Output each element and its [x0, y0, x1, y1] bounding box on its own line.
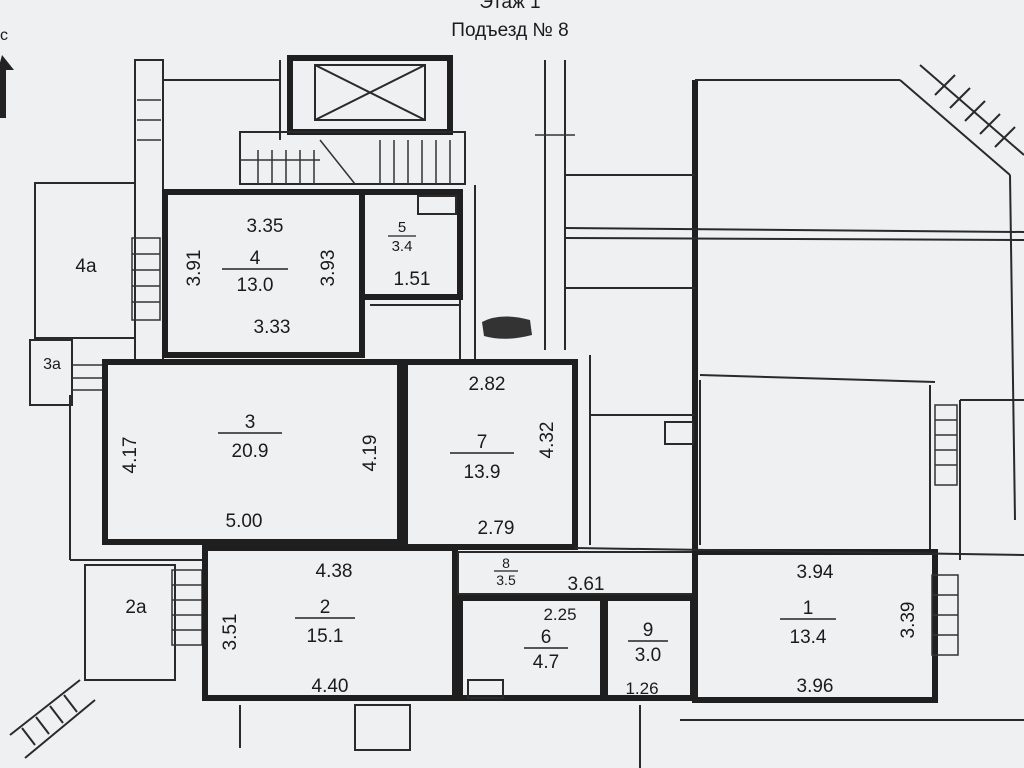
room-9-area: 3.0	[635, 645, 661, 666]
room-5-area: 3.4	[392, 238, 413, 255]
room-6-top-dim: 2.25	[543, 605, 576, 624]
room-9-bottom-dim: 1.26	[625, 679, 658, 698]
room-8-number: 8	[502, 555, 510, 571]
room-7-right-dim: 4.32	[537, 422, 558, 459]
room-7-number: 7	[477, 432, 488, 453]
room-1-bottom-dim: 3.96	[797, 676, 834, 697]
room-2-bottom-dim: 4.40	[312, 676, 349, 697]
room-1-right-dim: 3.39	[898, 602, 919, 639]
room-3-area: 20.9	[232, 441, 269, 462]
room-6-area: 4.7	[533, 652, 559, 673]
room-3-number: 3	[245, 412, 256, 433]
room-7-area: 13.9	[464, 462, 501, 483]
room-2-area: 15.1	[307, 626, 344, 647]
room-7-bottom-dim: 2.79	[478, 518, 515, 539]
room-5-width-dim: 1.51	[394, 269, 431, 290]
room-4-top-dim: 3.35	[247, 216, 284, 237]
room-3a-label: 3а	[43, 356, 61, 373]
room-3-bottom-dim: 5.00	[226, 511, 263, 532]
room-4-number: 4	[250, 248, 261, 269]
building-walls	[9, 55, 1024, 768]
room-7-top-dim: 2.82	[469, 374, 506, 395]
room-1-area: 13.4	[790, 627, 827, 648]
room-4-left-dim: 3.91	[184, 250, 205, 287]
room-3-right-dim: 4.19	[360, 435, 381, 472]
room-2a-label: 2а	[125, 597, 147, 618]
room-4-area: 13.0	[237, 275, 274, 296]
room-2-number: 2	[320, 597, 331, 618]
room-9-number: 9	[643, 620, 654, 641]
room-1-number: 1	[803, 598, 814, 619]
room-outlines	[29, 182, 1024, 703]
room-3-left-dim: 4.17	[120, 437, 141, 474]
room-2-left-dim: 3.51	[220, 614, 241, 651]
room-4a-label: 4а	[75, 256, 97, 277]
entrance-title: Подъезд № 8	[451, 20, 568, 41]
room-1-top-dim: 3.94	[797, 562, 834, 583]
room-8-width-dim: 3.61	[568, 574, 605, 595]
floor-title: Этаж 1	[479, 0, 540, 13]
room-5-number: 5	[398, 219, 406, 236]
room-4-right-dim: 3.93	[318, 250, 339, 287]
room-6-number: 6	[541, 627, 552, 648]
room-8-area: 3.5	[496, 572, 516, 588]
north-arrow-icon: с	[0, 27, 14, 118]
room-labels: 4а 3а 2а 3.35 4 13.0 3.33 3.91 3.93 5 3.…	[43, 216, 919, 698]
compass-letter: с	[0, 27, 8, 44]
redaction-mark	[482, 316, 532, 339]
room-4-bottom-dim: 3.33	[254, 317, 291, 338]
room-2-top-dim: 4.38	[316, 561, 353, 582]
